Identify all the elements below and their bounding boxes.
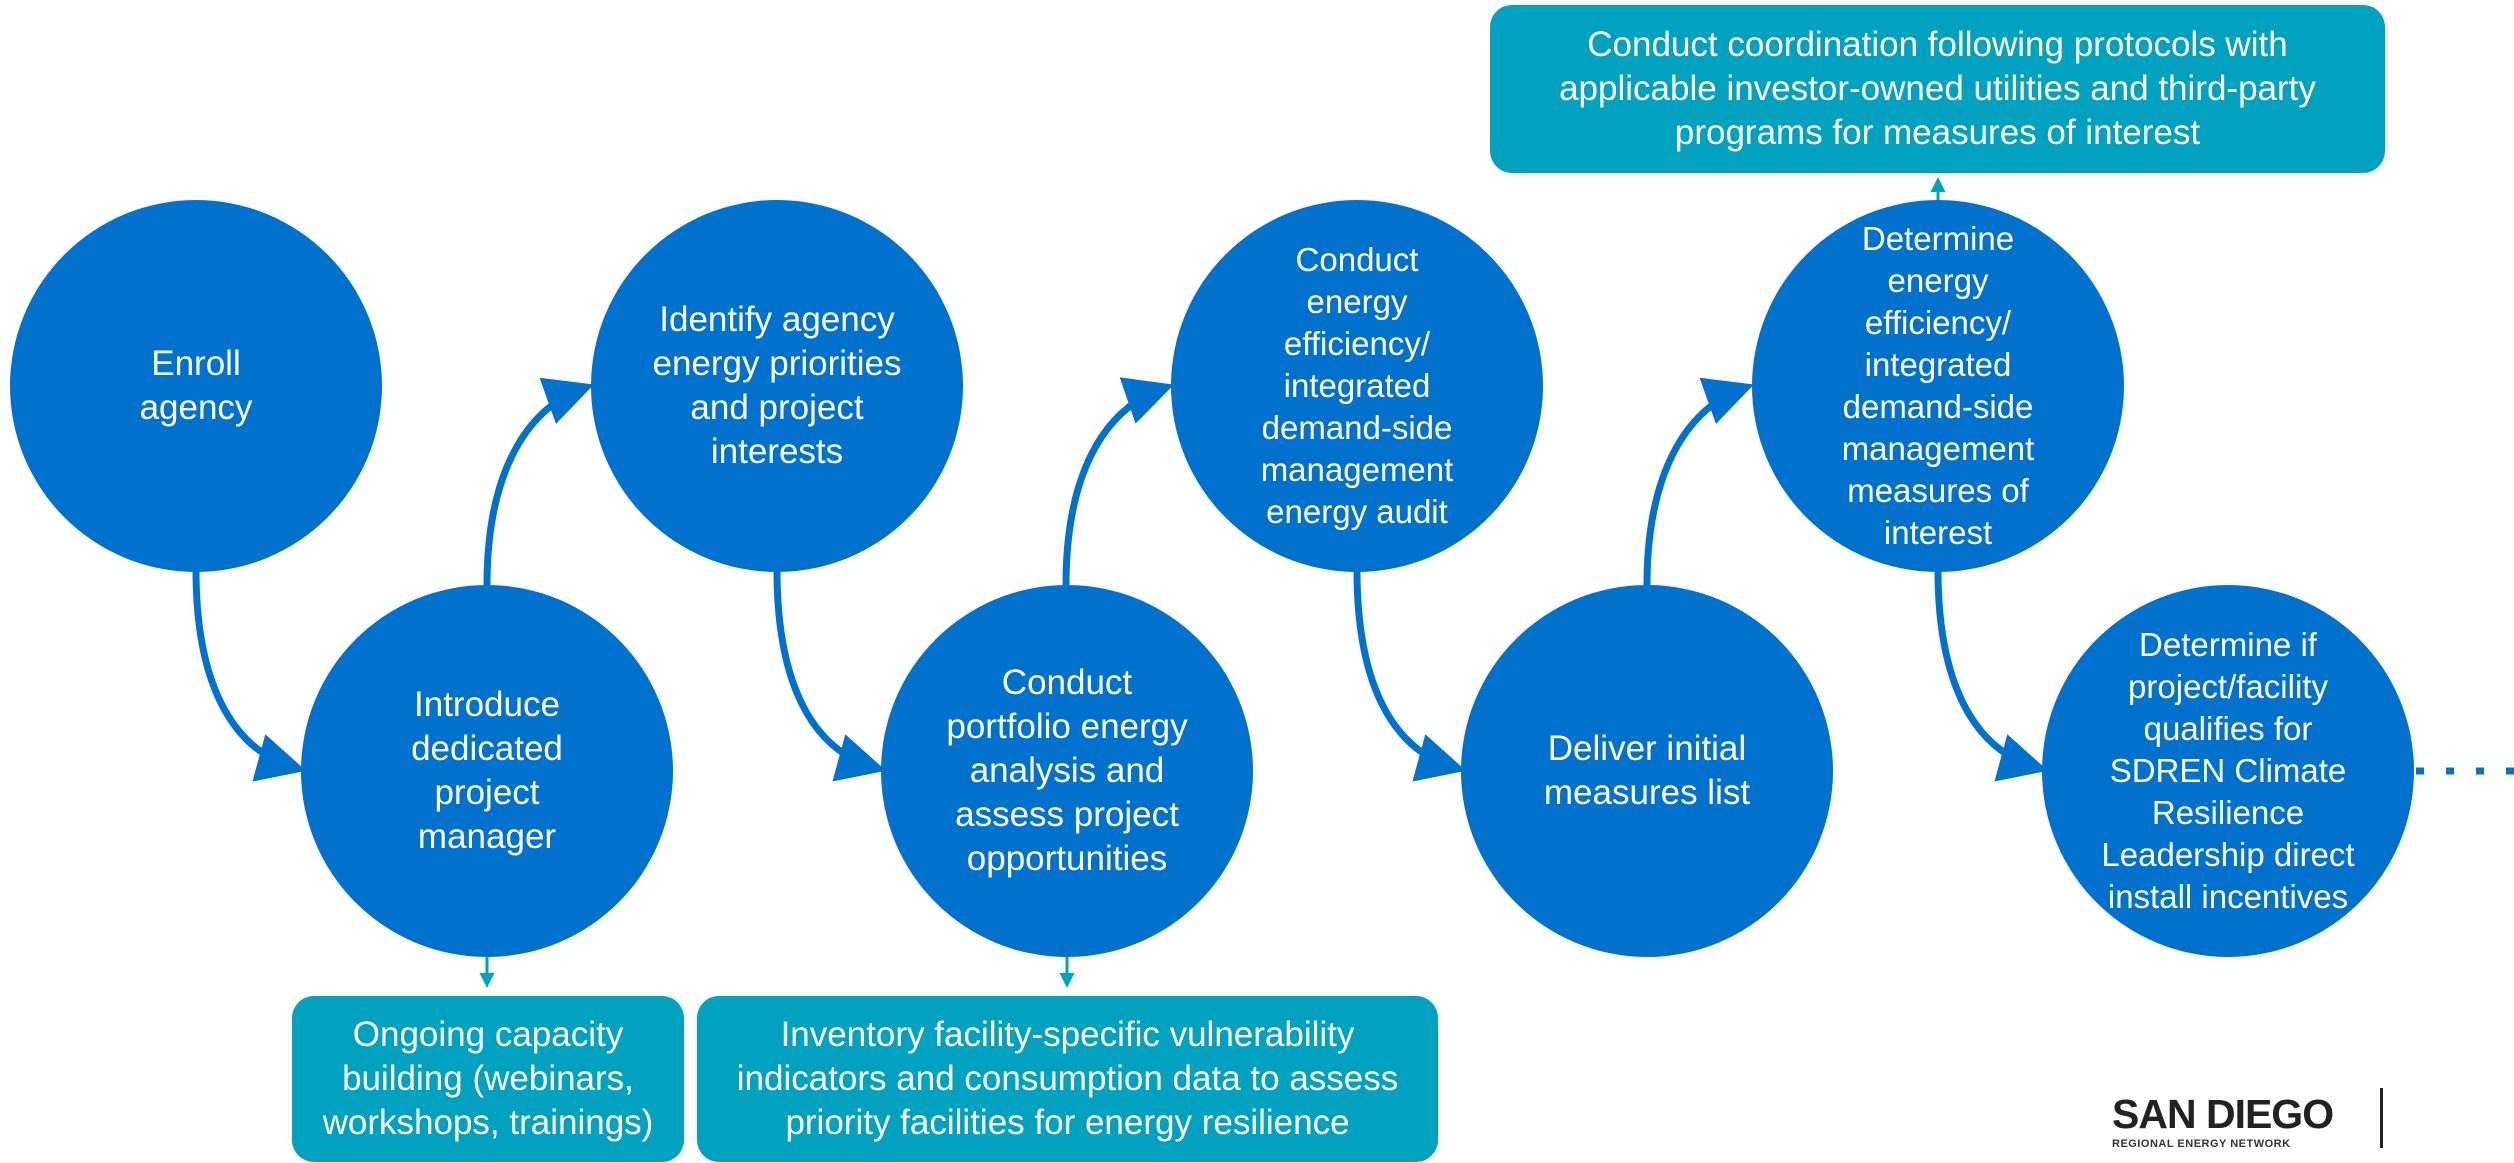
step-energy-audit: Conduct energy efficiency/ integrated de… [1171,200,1543,572]
logo-divider [2380,1088,2383,1148]
arrow-step2-to-step3 [483,377,594,586]
step-deliver-measures: Deliver initial measures list [1461,585,1833,957]
logo-name: SAN DIEGO [2112,1091,2334,1137]
sdren-logo: SAN DIEGO REGIONAL ENERGY NETWORK [2112,1092,2372,1150]
arrow-step6-to-step7 [1643,377,1754,586]
box-coordination-protocols: Conduct coordination following protocols… [1490,5,2385,173]
step-enroll-agency: Enroll agency [10,200,382,572]
step-introduce-project-manager: Introduce dedicated project manager [301,585,673,957]
arrow-step7-to-step8 [1934,569,2049,782]
box-inventory-vulnerability: Inventory facility-specific vulnerabilit… [697,996,1438,1162]
step-determine-qualification: Determine if project/facility qualifies … [2042,585,2414,957]
arrow-step1-to-step2 [192,569,307,782]
logo-subtitle: REGIONAL ENERGY NETWORK [2112,1138,2291,1150]
arrow-step4-to-step5 [1062,377,1174,586]
arrow-step5-to-step6 [1353,569,1467,782]
box-capacity-building: Ongoing capacity building (webinars, wor… [292,996,684,1162]
step-identify-priorities: Identify agency energy priorities and pr… [591,200,963,572]
arrow-step3-to-step4 [773,569,887,782]
step-determine-measures: Determine energy efficiency/ integrated … [1752,200,2124,572]
step-portfolio-analysis: Conduct portfolio energy analysis and as… [881,585,1253,957]
